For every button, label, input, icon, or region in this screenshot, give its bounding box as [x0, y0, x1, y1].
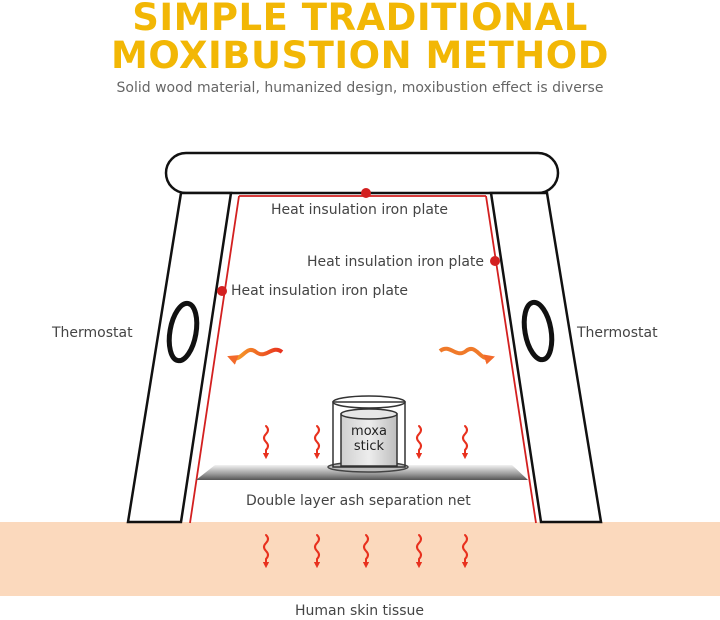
title-line-1: SIMPLE TRADITIONAL	[132, 0, 588, 39]
heat-arrow-upper-2	[313, 425, 321, 460]
heat-arrow-lower-2	[313, 534, 321, 569]
label-skin-tissue: Human skin tissue	[295, 603, 425, 619]
heat-arrow-upper-4	[461, 425, 469, 460]
glass-rim	[332, 395, 406, 409]
label-moxa-stick: moxa stick	[345, 424, 393, 454]
plate-top-marker	[361, 188, 371, 198]
heat-arrow-upper-3	[415, 425, 423, 460]
heat-arrow-upper-1	[262, 425, 270, 460]
heat-arrow-lower-3	[362, 534, 370, 569]
label-moxa-line-1: moxa	[351, 424, 387, 439]
heat-arrow-lower-5	[461, 534, 469, 569]
label-thermostat-right: Thermostat	[577, 325, 658, 341]
moxa-stick-body	[340, 413, 398, 467]
subtitle: Solid wood material, humanized design, m…	[116, 80, 604, 96]
right-iron-plate	[485, 195, 537, 524]
label-moxa-line-2: stick	[353, 439, 385, 454]
left-iron-plate	[189, 195, 240, 524]
label-thermostat-left: Thermostat	[52, 325, 133, 341]
title-line-2: MOXIBUSTION METHOD	[111, 34, 609, 77]
label-ash-net: Double layer ash separation net	[246, 493, 471, 509]
left-leg	[126, 191, 233, 524]
moxa-stick-top	[340, 408, 398, 420]
right-thermostat-ring	[521, 299, 555, 363]
label-plate-top: Heat insulation iron plate	[271, 202, 449, 218]
heat-arrow-lower-4	[415, 534, 423, 569]
plate-left-marker	[217, 286, 227, 296]
skin-tissue-band	[0, 522, 720, 596]
left-heat-wave-arrow	[227, 347, 284, 365]
label-plate-right: Heat insulation iron plate	[307, 254, 485, 270]
plate-right-marker	[490, 256, 500, 266]
top-handle	[164, 151, 560, 195]
label-plate-left: Heat insulation iron plate	[231, 283, 409, 299]
heat-arrow-lower-1	[262, 534, 270, 569]
glass-cup	[332, 401, 406, 468]
right-heat-wave-arrow	[438, 346, 495, 365]
left-thermostat-ring	[166, 300, 200, 364]
